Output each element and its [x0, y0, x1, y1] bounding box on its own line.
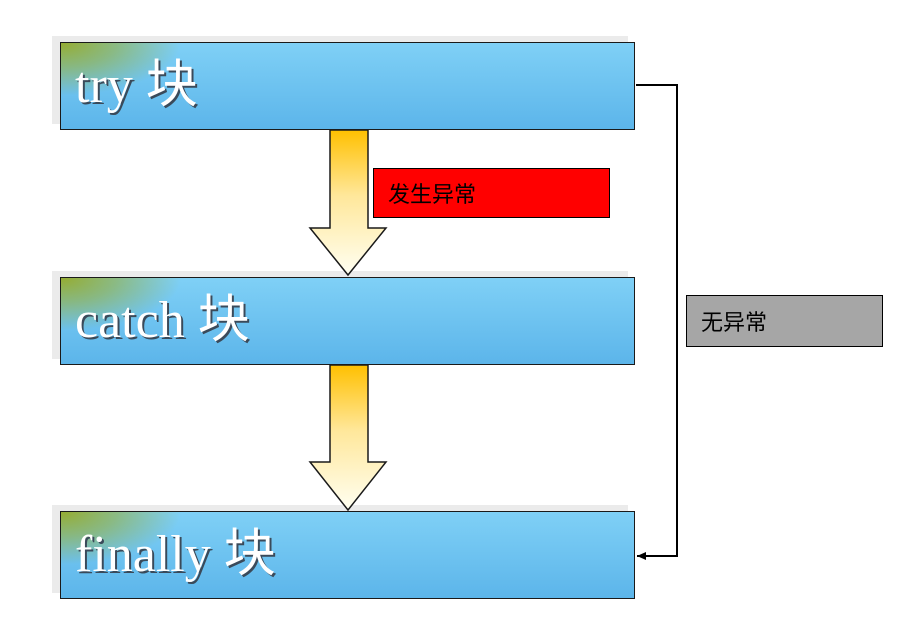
- catch-block-label: catch 块: [75, 292, 250, 349]
- no-exception-connector: [636, 84, 678, 560]
- finally-block-label: finally 块: [75, 526, 276, 583]
- catch-to-finally-arrow: [308, 364, 388, 512]
- finally-block: finally 块: [60, 511, 635, 599]
- catch-block: catch 块: [60, 277, 635, 365]
- no-exception-label: 无异常: [686, 295, 883, 347]
- try-block-label: try 块: [75, 57, 198, 114]
- try-to-catch-arrow: [308, 129, 388, 277]
- try-block: try 块: [60, 42, 635, 130]
- exception-occurred-label: 发生异常: [373, 168, 610, 218]
